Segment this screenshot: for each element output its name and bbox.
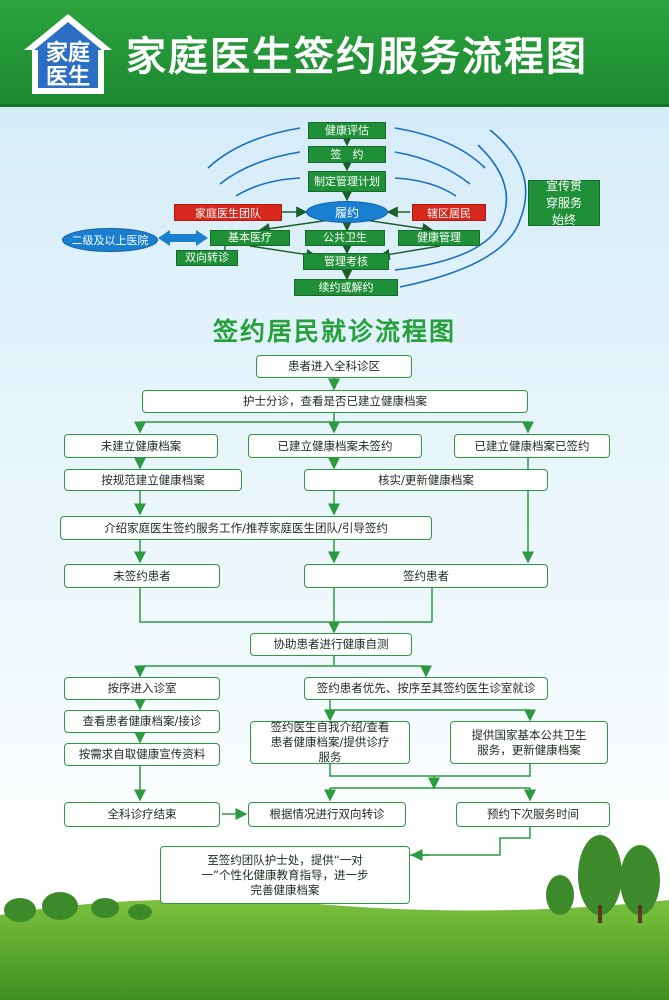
- node-no-record: 未建立健康档案: [64, 434, 218, 458]
- node-end: 全科诊疗结束: [64, 802, 220, 827]
- node-enter-clinic: 按序进入诊室: [64, 677, 220, 700]
- node-referral: 双向转诊: [176, 250, 238, 266]
- node-signed-patient: 签约患者: [304, 564, 548, 588]
- node-enter: 患者进入全科诊区: [256, 355, 412, 378]
- node-basic-care: 基本医疗: [210, 230, 290, 246]
- node-create-record: 按规范建立健康档案: [64, 469, 242, 491]
- node-record-signed: 已建立健康档案已签约: [454, 434, 610, 458]
- header-banner: 家庭 医生 家庭医生签约服务流程图: [0, 0, 669, 107]
- node-verify-record: 核实/更新健康档案: [304, 469, 548, 491]
- node-appointment: 预约下次服务时间: [456, 802, 610, 827]
- house-logo-icon: 家庭 医生: [22, 12, 114, 96]
- node-education: 至签约团队护士处，提供“一对一”个性化健康教育指导，进一步完善健康档案: [160, 846, 410, 904]
- node-priority: 签约患者优先、按序至其签约医生诊室就诊: [304, 677, 548, 700]
- node-unsigned-patient: 未签约患者: [64, 564, 220, 588]
- node-plan: 制定管理计划: [308, 171, 386, 192]
- node-triage: 护士分诊，查看是否已建立健康档案: [142, 390, 528, 413]
- node-self-test: 协助患者进行健康自测: [250, 633, 412, 656]
- node-fulfill: 履约: [306, 201, 388, 223]
- node-hospital: 二级及以上医院: [62, 228, 158, 252]
- node-view-record: 查看患者健康档案/接诊: [64, 710, 220, 733]
- node-renew: 续约或解约: [294, 279, 398, 296]
- node-team: 家庭医生团队: [174, 204, 282, 221]
- node-doctor-intro: 签约医生自我介绍/查看患者健康档案/提供诊疗服务: [250, 720, 410, 764]
- page-title: 家庭医生签约服务流程图: [126, 34, 588, 80]
- node-get-material: 按需求自取健康宣传资料: [64, 743, 220, 766]
- node-promo: 宣传贯穿服务始终: [528, 179, 600, 227]
- logo-text-1: 家庭: [45, 41, 90, 66]
- logo-text-2: 医生: [45, 65, 90, 90]
- node-record-unsigned: 已建立健康档案未签约: [248, 434, 422, 458]
- node-health-mgmt: 健康管理: [398, 230, 480, 246]
- visit-flow-title: 签约居民就诊流程图: [212, 317, 456, 346]
- node-public-health: 公共卫生: [305, 230, 385, 246]
- node-two-way: 根据情况进行双向转诊: [248, 802, 406, 827]
- node-introduce: 介绍家庭医生签约服务工作/推荐家庭医生团队/引导签约: [60, 516, 432, 540]
- node-public-service: 提供国家基本公共卫生服务，更新健康档案: [450, 721, 608, 764]
- node-sign: 签 约: [308, 146, 386, 163]
- node-residents: 辖区居民: [412, 204, 486, 221]
- node-health-eval: 健康评估: [308, 122, 386, 139]
- node-assess: 管理考核: [303, 253, 389, 270]
